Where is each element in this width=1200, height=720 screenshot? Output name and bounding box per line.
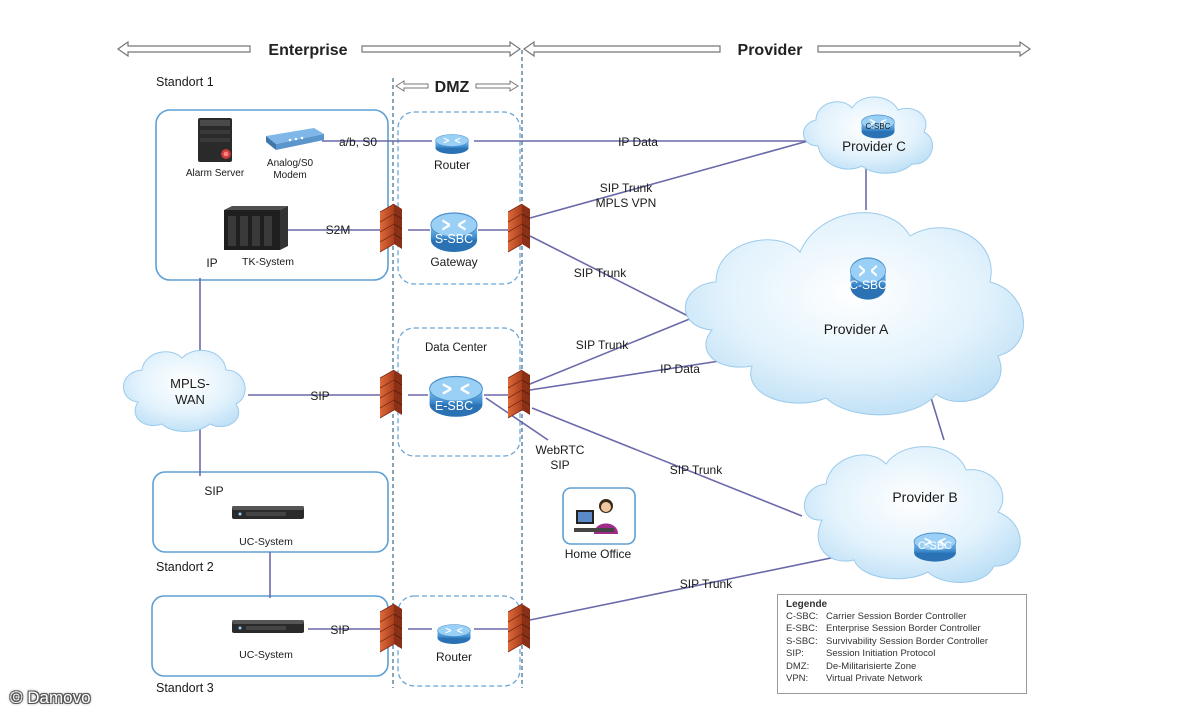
ab-s0-label: a/b, S0 <box>339 135 377 149</box>
s-sbc-label: S-SBC <box>435 232 473 246</box>
tk-system-label: TK-System <box>242 256 294 268</box>
firewall-icon <box>507 369 531 419</box>
modem-icon <box>266 128 324 150</box>
legend-box: Legende C-SBC:Carrier Session Border Con… <box>777 594 1027 694</box>
firewall-icon <box>379 603 403 653</box>
router-top-icon <box>434 133 470 155</box>
provider-c-label: Provider C <box>842 139 906 154</box>
legend-item: DMZ:De-Militarisierte Zone <box>786 660 917 672</box>
s2m-label: S2M <box>326 223 351 237</box>
sip-trunk-mpls-label-line2: MPLS VPN <box>596 196 657 210</box>
ip-label: IP <box>206 256 217 270</box>
legend-item: SIP:Session Initiation Protocol <box>786 648 936 660</box>
data-center-label: Data Center <box>425 342 487 354</box>
provider-b-label: Provider B <box>892 489 957 505</box>
modem-label-line2: Modem <box>273 170 306 181</box>
firewall-icon <box>507 203 531 253</box>
legend-item: E-SBC:Enterprise Session Border Controll… <box>786 623 981 635</box>
enterprise-arrow <box>116 40 522 58</box>
standort2-label: Standort 2 <box>156 560 214 574</box>
firewall-icon <box>379 369 403 419</box>
mpls-wan-label-line2: WAN <box>175 392 205 407</box>
sip-trunk-bottom-label: SIP Trunk <box>680 577 733 591</box>
legend-item: S-SBC:Survivability Session Border Contr… <box>786 635 989 647</box>
uc-system-2-label: UC-System <box>239 536 293 548</box>
c-sbc-a-label: C-SBC <box>849 278 887 292</box>
modem-label-line1: Analog/S0 <box>267 158 314 169</box>
uc-system-3-icon <box>232 620 304 633</box>
router-top-label: Router <box>434 158 470 172</box>
webrtc-label-line2: SIP <box>550 458 569 472</box>
standort1-label: Standort 1 <box>156 75 214 89</box>
sip-trunk-mpls-label-line1: SIP Trunk <box>600 181 653 195</box>
alarm-server-label: Alarm Server <box>186 168 245 179</box>
tk-system-icon <box>224 206 288 250</box>
dmz-box-top <box>397 111 521 285</box>
sip-mpls-label: SIP <box>310 389 329 403</box>
cloud-provider-b <box>804 446 1021 583</box>
router-bottom-label: Router <box>436 650 472 664</box>
sip-trunk-gateway-label: SIP Trunk <box>574 266 627 280</box>
webrtc-label-line1: WebRTC <box>536 443 585 457</box>
standort3-label: Standort 3 <box>156 681 214 695</box>
uc-system-2-icon <box>232 506 304 519</box>
sip-trunk-datacenter-label: SIP Trunk <box>576 338 629 352</box>
standort3-box <box>151 595 389 677</box>
alarm-server-icon <box>198 118 232 162</box>
connection-lines <box>199 140 945 630</box>
e-sbc-label: E-SBC <box>435 399 473 413</box>
legend-item: VPN:Virtual Private Network <box>786 673 923 685</box>
firewall-icon <box>379 203 403 253</box>
uc-system-3-label: UC-System <box>239 649 293 661</box>
sip-site3-label: SIP <box>330 623 349 637</box>
provider-arrow <box>522 40 1032 58</box>
standort1-box <box>155 109 389 281</box>
gateway-label: Gateway <box>430 255 477 269</box>
cloud-mpls-wan <box>123 349 246 432</box>
dmz-label: DMZ <box>435 79 470 96</box>
home-office-user-icon <box>574 499 618 534</box>
c-sbc-c-label: C-SBC <box>866 122 891 131</box>
mpls-wan-label-line1: MPLS- <box>170 376 210 391</box>
firewall-icon <box>507 603 531 653</box>
ip-data-top-label: IP Data <box>618 135 658 149</box>
sip-trunk-provider-b-label: SIP Trunk <box>670 463 723 477</box>
ip-data-datacenter-label: IP Data <box>660 362 700 376</box>
home-office-label: Home Office <box>565 547 632 561</box>
cloud-provider-a <box>684 212 1024 416</box>
legend-title: Legende <box>786 599 828 610</box>
c-sbc-b-label: C-SBC <box>918 540 952 552</box>
legend-item: C-SBC:Carrier Session Border Controller <box>786 611 967 622</box>
provider-a-label: Provider A <box>824 321 889 337</box>
provider-label: Provider <box>738 42 803 59</box>
enterprise-label: Enterprise <box>268 42 347 59</box>
copyright-watermark: © Damovo <box>10 688 91 707</box>
router-bottom-icon <box>436 623 472 645</box>
home-office-box <box>562 487 636 545</box>
dmz-arrow <box>395 80 519 92</box>
dmz-box-bottom <box>397 595 521 687</box>
sip-site2-label: SIP <box>204 484 223 498</box>
